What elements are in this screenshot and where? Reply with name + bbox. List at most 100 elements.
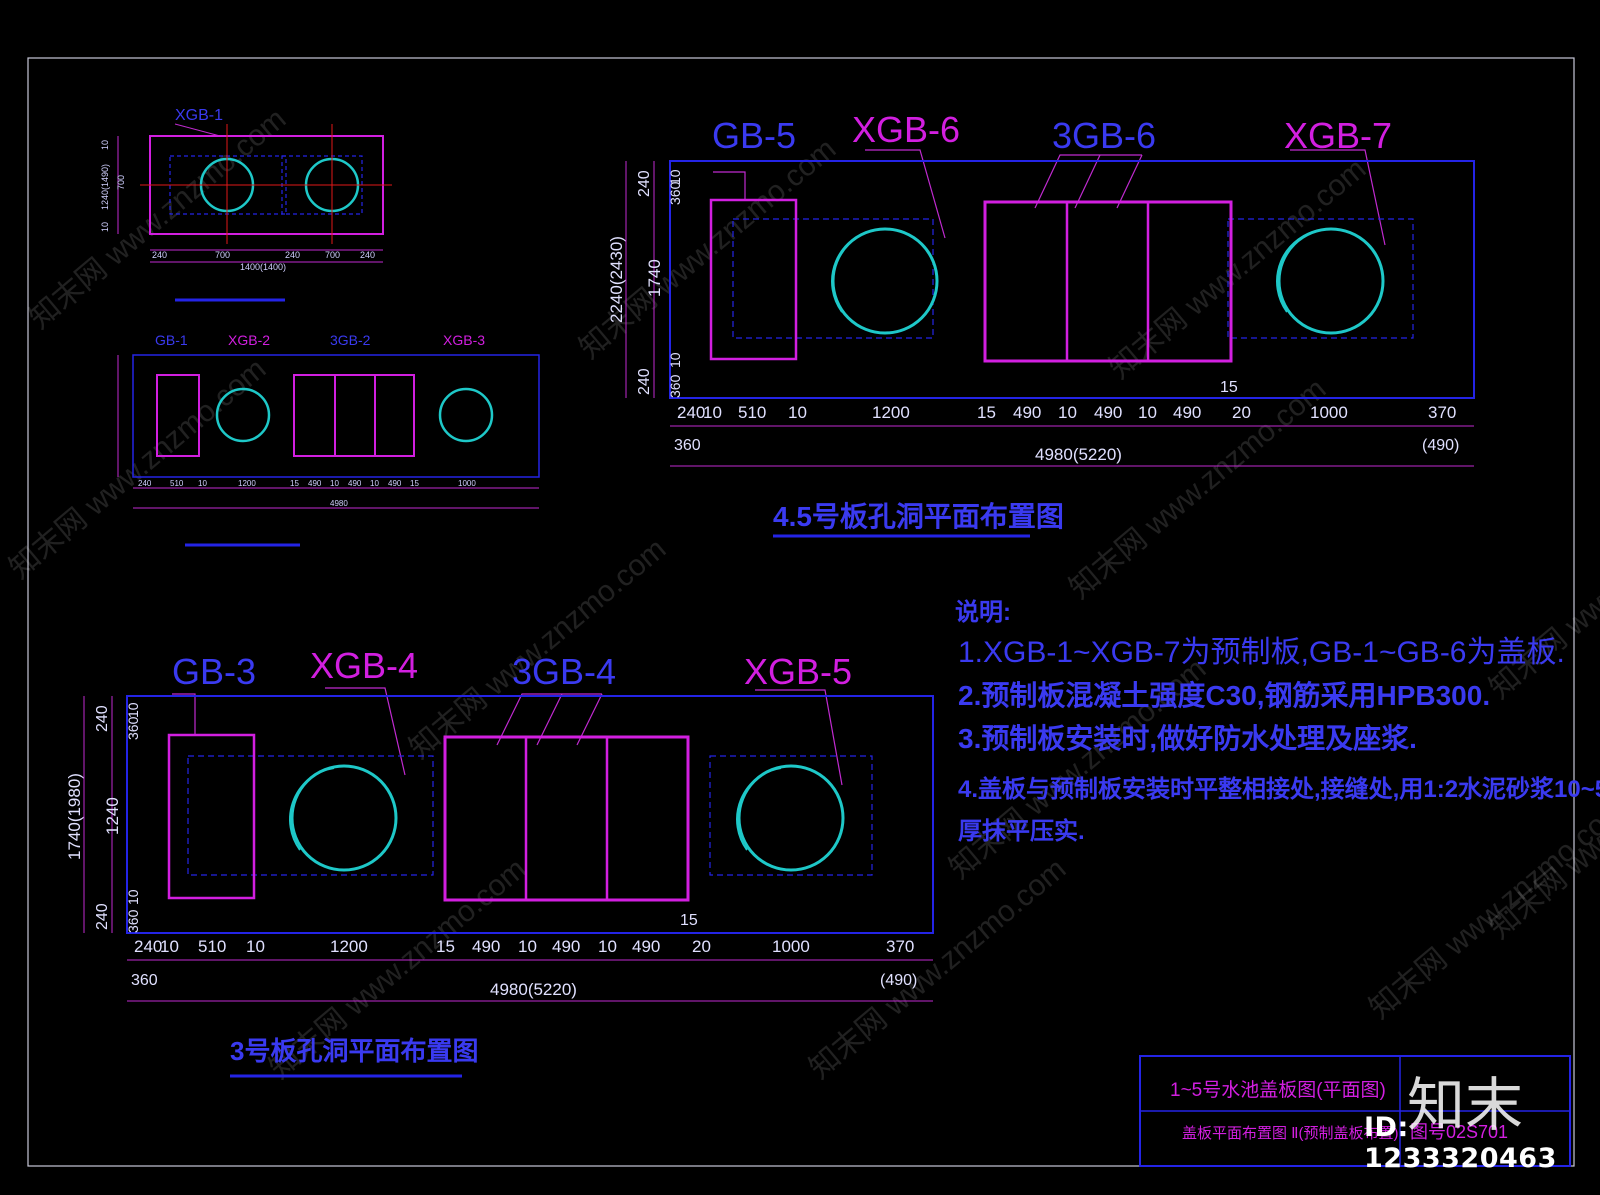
watermark-text: 知末网 www.znzmo.com (3, 352, 272, 585)
dim: 240 (285, 250, 300, 260)
dim: 10 (667, 352, 683, 368)
slab-outline (669, 160, 1475, 399)
slab-outline (126, 695, 934, 934)
dim-total: 1400(1400) (240, 262, 286, 272)
detail-top-right: GB-5 XGB-6 3GB-6 XGB-7 240 10 360 1740 2… (607, 109, 1475, 538)
dim: 1000 (1310, 403, 1348, 422)
dim: 1200 (872, 403, 910, 422)
dim: 10 (1138, 403, 1157, 422)
detail-mid-left: GB-1 XGB-2 3GB-2 XGB-3 240 510 10 1200 1… (117, 332, 540, 547)
tag-xgb-5: XGB-5 (744, 651, 852, 692)
dim: 240 (134, 937, 162, 956)
dim: 1200 (238, 479, 256, 488)
dim: 240 (138, 479, 152, 488)
dim: 10 (330, 479, 339, 488)
dim: 10 (1058, 403, 1077, 422)
tag: XGB-3 (443, 332, 485, 348)
dim-total: 4980(5220) (490, 980, 577, 999)
dim: 10 (125, 702, 141, 718)
pipe-hole (438, 387, 494, 443)
dim: 360 (125, 716, 141, 740)
pipe-hole (215, 387, 271, 443)
tag: XGB-2 (228, 332, 270, 348)
tag: 3GB-2 (330, 332, 371, 348)
pipe-hole-xgb-4 (290, 764, 398, 872)
dim: 510 (738, 403, 766, 422)
pipe-hole-shadow (736, 767, 782, 851)
dim: 240 (94, 705, 111, 732)
dim-note: 15 (1220, 379, 1238, 396)
leader (713, 171, 746, 200)
dim: 15 (436, 937, 455, 956)
dim-total: 4980 (330, 499, 348, 508)
dim: 490 (348, 479, 362, 488)
note-line: 厚抹平压实. (958, 817, 1085, 845)
leader (325, 687, 406, 776)
dim: 490 (632, 937, 660, 956)
dim: 370 (1428, 403, 1456, 422)
brand-logo: 知末 (1407, 1071, 1524, 1139)
dim: 1000 (772, 937, 810, 956)
dim: 10 (100, 222, 110, 232)
pipe-hole-shadow (831, 229, 877, 313)
dim: 490 (552, 937, 580, 956)
slab-outline (132, 354, 540, 478)
detail-xgb-1: XGB-1 240 700 240 700 240 1400(1400) 10 … (100, 107, 392, 302)
note-line: 3.预制板安装时,做好防水处理及座浆. (958, 722, 1417, 754)
dim: 10 (703, 403, 722, 422)
title-block-subtitle: 盖板平面布置图 Ⅱ(预制盖板布置) (1182, 1124, 1399, 1142)
caption: 3号板孔洞平面布置图 (230, 1036, 478, 1066)
leader-xgb-1 (174, 123, 221, 137)
dim: 15 (290, 479, 299, 488)
note-line: 4.盖板与预制板安装时平整相接处,接缝处,用1:2水泥砂浆10~50 (958, 775, 1600, 803)
dim: 10 (160, 937, 179, 956)
tag-3gb-4: 3GB-4 (512, 651, 616, 692)
cover-plate (156, 374, 200, 457)
dim: 1000 (458, 479, 476, 488)
cover-plate-gb-3 (167, 733, 256, 900)
dim: 240 (636, 170, 653, 197)
title-block-code: 图号02S701 (1410, 1122, 1508, 1142)
dim: 700 (325, 250, 340, 260)
dim: 370 (886, 937, 914, 956)
leader (1290, 149, 1386, 246)
tag-3gb-6: 3GB-6 (1052, 115, 1156, 156)
tag-gb-5: GB-5 (712, 115, 796, 156)
tag-xgb-1: XGB-1 (175, 107, 223, 124)
dim: 490 (308, 479, 322, 488)
dim: 240 (636, 368, 653, 395)
dim: 700 (215, 250, 230, 260)
dim: 10 (125, 889, 141, 905)
dim: 360 (667, 374, 683, 398)
watermark-text: 知末网 www.znzmo.com (1103, 152, 1372, 385)
dim: 240 (677, 403, 705, 422)
leader (865, 149, 946, 239)
id-badge: ID: 1233320463 (1364, 1112, 1557, 1174)
dim: 490 (1173, 403, 1201, 422)
cover-plate-3gb-6 (983, 200, 1233, 363)
dim-note: 15 (680, 912, 698, 929)
leader (172, 693, 196, 735)
dim: 240 (360, 250, 375, 260)
leader (1074, 154, 1101, 209)
title-block-title: 1~5号水池盖板图(平面图) (1170, 1079, 1386, 1101)
cover-plate-group (293, 374, 415, 457)
watermark-text: 知末网 www.znzmo.com (403, 532, 672, 765)
drawing-frame (27, 57, 1575, 1167)
dim: 10 (788, 403, 807, 422)
dim: 700 (116, 175, 126, 190)
dim: 240 (94, 903, 111, 930)
dim: 10 (370, 479, 379, 488)
tag: GB-1 (155, 332, 188, 348)
tag-xgb-6: XGB-6 (852, 109, 960, 150)
dim: 490 (1094, 403, 1122, 422)
note-line: 2.预制板混凝土强度C30,钢筋采用HPB300. (958, 679, 1490, 711)
opening-dashed (709, 755, 873, 876)
dim: 510 (198, 937, 226, 956)
title-block: 1~5号水池盖板图(平面图) 盖板平面布置图 Ⅱ(预制盖板布置) 图号02S70… (1139, 1055, 1571, 1167)
opening-dashed (1227, 218, 1414, 339)
dim: 360 (125, 909, 141, 933)
pipe-hole-shadow (289, 767, 335, 851)
dim: 15 (977, 403, 996, 422)
